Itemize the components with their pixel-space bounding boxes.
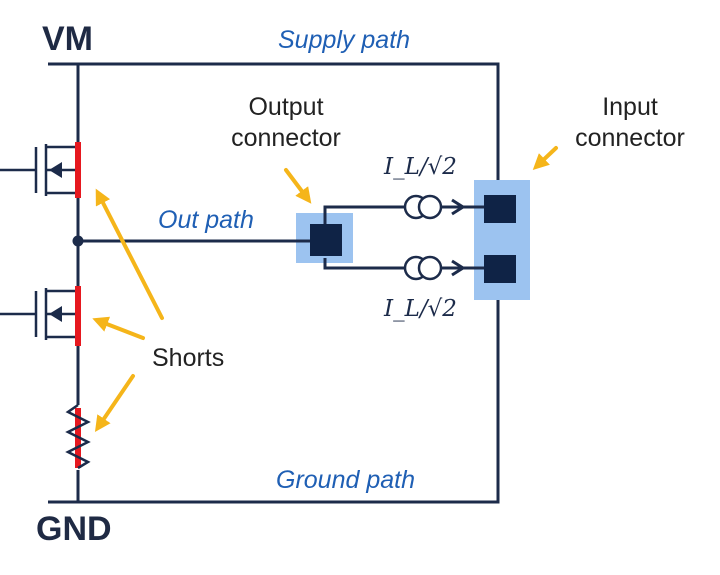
input-connector-label: Input connector [575, 93, 685, 152]
resistor-icon [65, 403, 91, 470]
pointer-arrow-shorts-middle [92, 316, 145, 340]
branch-top-wire [323, 205, 405, 224]
current-source-bottom-text: I_L/√2 [384, 296, 457, 322]
pointer-arrow-output-connector [284, 168, 312, 204]
mosfet-top-icon [0, 142, 81, 198]
current-source-bottom-label: I_L/√2 [384, 298, 457, 321]
output-connector-pad [310, 224, 342, 256]
pointer-arrow-shorts-top [95, 188, 164, 320]
supply-rail-wire [48, 62, 500, 180]
current-source-top-label: I_L/√2 [384, 156, 457, 179]
current-source-top-text: I_L/√2 [384, 154, 457, 180]
ground-rail-wire [48, 300, 500, 504]
out-node-dot [72, 235, 84, 247]
ground-path-label: Ground path [276, 466, 415, 494]
arrowhead-top [451, 198, 466, 216]
mosfet-bottom-icon [0, 286, 81, 346]
ground-rail-label: GND [36, 510, 112, 548]
pointer-arrow-input-connector [532, 146, 558, 170]
current-source-icon [403, 255, 443, 281]
shorts-label: Shorts [152, 344, 225, 372]
current-source-icon [403, 194, 443, 220]
branch-bottom-wire [323, 258, 405, 270]
input-connector-pad-top [484, 195, 516, 223]
supply-rail-label: VM [42, 20, 93, 58]
arrowhead-bottom [451, 259, 466, 277]
pointer-arrow-shorts-bottom [94, 374, 135, 432]
input-connector-pad-bottom [484, 255, 516, 283]
out-path-label: Out path [158, 206, 254, 234]
output-connector-label: Output connector [231, 93, 341, 152]
supply-path-label: Supply path [278, 26, 411, 54]
